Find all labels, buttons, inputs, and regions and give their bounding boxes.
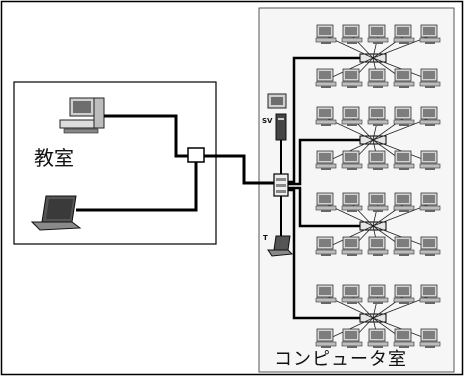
desktop-computer-icon [367,150,389,171]
desktop-computer-icon [341,24,363,45]
desktop-computer-icon [341,328,363,349]
desktop-computer-icon [393,150,415,171]
desktop-computer-icon [393,106,415,127]
pc-cluster [315,284,441,349]
classroom-label: 教室 [34,146,74,170]
pc-cluster [315,24,441,89]
pc-cluster [315,192,441,257]
desktop-computer-icon [341,236,363,257]
desktop-computer-icon [59,97,105,134]
terminal-label: T [263,234,268,242]
desktop-computer-icon [393,328,415,349]
desktop-computer-icon [393,24,415,45]
desktop-computer-icon [419,106,441,127]
desktop-computer-icon [315,328,337,349]
desktop-computer-icon [367,236,389,257]
desktop-computer-icon [341,192,363,213]
computer-room-label: コンピュータ室 [274,349,407,370]
desktop-computer-icon [367,284,389,305]
desktop-computer-icon [341,150,363,171]
desktop-computer-icon [419,328,441,349]
desktop-computer-icon [315,192,337,213]
laptop-icon [30,195,82,231]
desktop-computer-icon [419,24,441,45]
desktop-computer-icon [393,236,415,257]
desktop-computer-icon [367,68,389,89]
server-tower-icon [267,93,287,141]
desktop-computer-icon [393,284,415,305]
desktop-computer-icon [315,150,337,171]
desktop-computer-icon [367,24,389,45]
desktop-computer-icon [341,284,363,305]
desktop-computer-icon [315,24,337,45]
desktop-computer-icon [393,68,415,89]
desktop-computer-icon [315,68,337,89]
desktop-computer-icon [315,236,337,257]
desktop-computer-icon [419,150,441,171]
desktop-computer-icon [367,106,389,127]
desktop-computer-icon [419,284,441,305]
desktop-computer-icon [341,68,363,89]
desktop-computer-icon [419,68,441,89]
desktop-computer-icon [315,284,337,305]
desktop-computer-icon [367,192,389,213]
server-label: SV [262,117,273,125]
desktop-computer-icon [341,106,363,127]
laptop-icon [267,235,294,257]
desktop-computer-icon [367,328,389,349]
desktop-computer-icon [315,106,337,127]
desktop-computer-icon [419,236,441,257]
desktop-computer-icon [419,192,441,213]
desktop-computer-icon [393,192,415,213]
hub-icon [187,147,205,163]
pc-cluster [315,106,441,171]
